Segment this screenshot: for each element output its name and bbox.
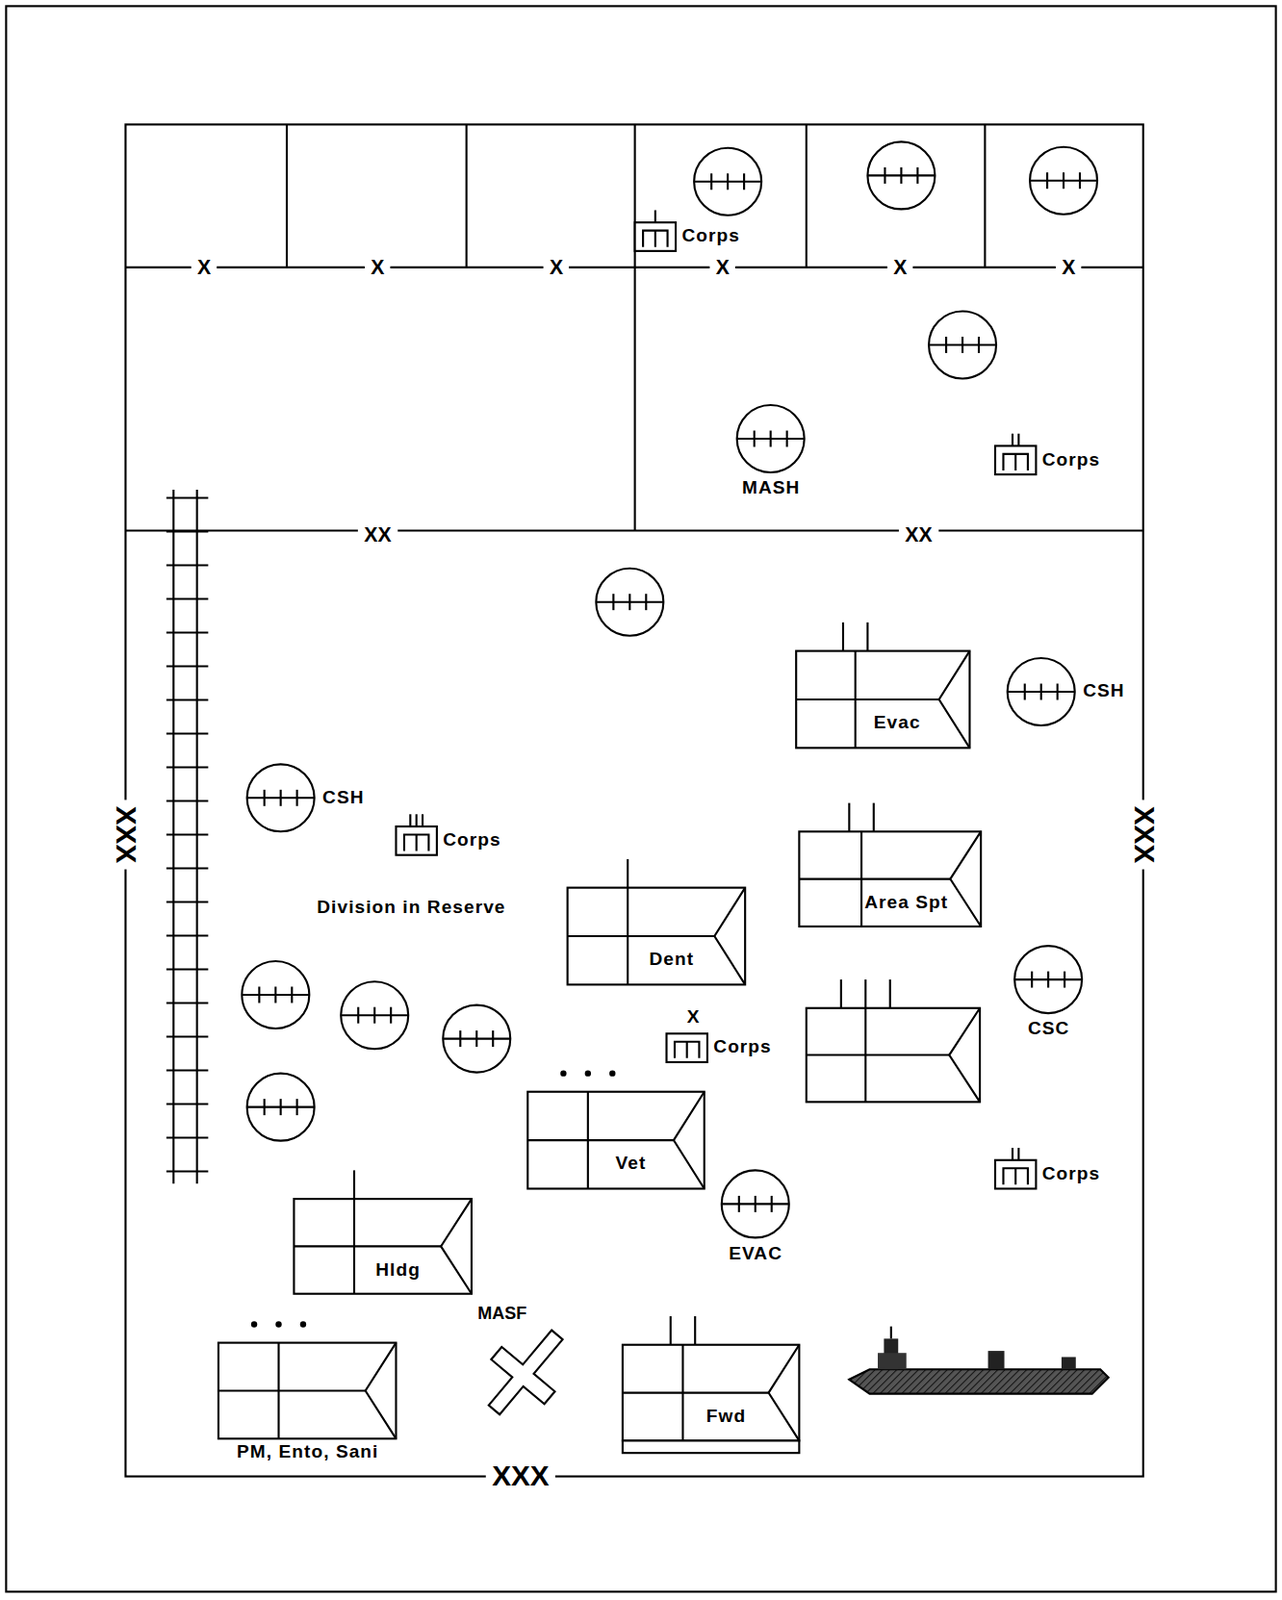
symbol-outline [218, 1343, 397, 1455]
boundary-echelon-label: X [1055, 256, 1082, 279]
symbol-outline [635, 222, 676, 252]
boundary-echelon-label: X [887, 256, 914, 279]
unit-symbol: Vet [527, 1092, 704, 1190]
symbol-outline [247, 764, 315, 832]
unit-label: CSH [1082, 681, 1125, 702]
boundary-echelon-label: XX [358, 523, 398, 546]
unit-label: Corps [713, 1038, 771, 1059]
corps-unit-symbol: Corps [995, 1160, 1036, 1190]
symbol-outline [795, 651, 970, 764]
unit-label: Corps [442, 830, 501, 851]
boundary-echelon-label: XX [898, 523, 939, 546]
symbol-outline [293, 1199, 472, 1308]
unit-symbol: PM, Ento, Sani [218, 1343, 397, 1440]
hospital-symbol [247, 1074, 315, 1142]
symbol-outline [721, 1170, 790, 1238]
unit-symbol: Dent [567, 888, 746, 986]
symbol-outline [395, 826, 436, 856]
symbol-outline [995, 1160, 1036, 1190]
unit-symbol: Evac [795, 651, 970, 749]
airfield-symbol [467, 1312, 585, 1433]
corps-unit-symbol: Corps [395, 826, 436, 856]
hospital-symbol: CSC [1014, 946, 1082, 1014]
boundary-echelon-label: XXX [486, 1461, 556, 1493]
symbol-outline [666, 1033, 708, 1063]
unit-label: Corps [681, 226, 740, 247]
hospital-symbol [867, 141, 935, 209]
boundary-echelon-label: X [191, 256, 218, 279]
unit-label: Dent [648, 949, 694, 971]
hospital-symbol [928, 310, 997, 379]
hospital-symbol [340, 981, 409, 1050]
unit-label: MASH [742, 478, 800, 499]
unit-label: CSH [322, 788, 364, 809]
symbol-outline [995, 445, 1036, 475]
map-label: MASF [477, 1305, 527, 1325]
unit-symbol [806, 979, 980, 1103]
hospital-symbol [1029, 147, 1098, 215]
symbol-outline [1014, 946, 1082, 1014]
symbol-outline [737, 405, 805, 473]
hospital-symbol: EVAC [721, 1170, 790, 1238]
unit-symbol: Fwd [622, 1345, 799, 1442]
unit-label: Evac [873, 713, 922, 734]
hospital-symbol [241, 961, 309, 1029]
symbol-outline [1007, 658, 1076, 726]
unit-label: PM, Ento, Sani [236, 1443, 379, 1464]
boundary-echelon-label: X [709, 256, 736, 279]
unit-label: Corps [1042, 1164, 1101, 1185]
hospital-symbol [595, 568, 664, 637]
boundary-echelon-label: XXX [1127, 799, 1159, 870]
unit-symbol: Hldg [293, 1199, 472, 1295]
unit-label: Corps [1042, 450, 1101, 471]
unit-label: CSC [1027, 1019, 1070, 1040]
corps-unit-symbol: Corps [635, 222, 676, 252]
unit-label: Area Spt [864, 893, 949, 914]
boundary-echelon-label: X [687, 1007, 700, 1028]
boundary-echelon-label: X [543, 256, 570, 279]
corps-unit-symbol: Corps [666, 1033, 708, 1063]
unit-label: Hldg [375, 1260, 421, 1282]
unit-label: Vet [615, 1153, 646, 1175]
unit-label: EVAC [728, 1244, 783, 1265]
map-label: Division in Reserve [316, 897, 506, 919]
unit-symbol: Area Spt [798, 831, 981, 927]
boundary-echelon-label: XXX [109, 799, 142, 870]
ship [848, 1327, 1108, 1395]
hospital-symbol [693, 148, 762, 216]
symbol-outline [622, 1345, 799, 1457]
unit-label: Fwd [706, 1407, 746, 1428]
corps-unit-symbol: Corps [995, 445, 1036, 475]
hospital-symbol: CSH [1007, 658, 1076, 726]
symbol-outline [527, 1092, 704, 1205]
hospital-symbol: CSH [247, 764, 315, 832]
symbol-outline [567, 888, 746, 1000]
hospital-symbol [442, 1005, 511, 1074]
hospital-symbol: MASH [737, 405, 805, 473]
boundary-echelon-label: X [364, 256, 391, 279]
symbol-outline [798, 831, 981, 941]
